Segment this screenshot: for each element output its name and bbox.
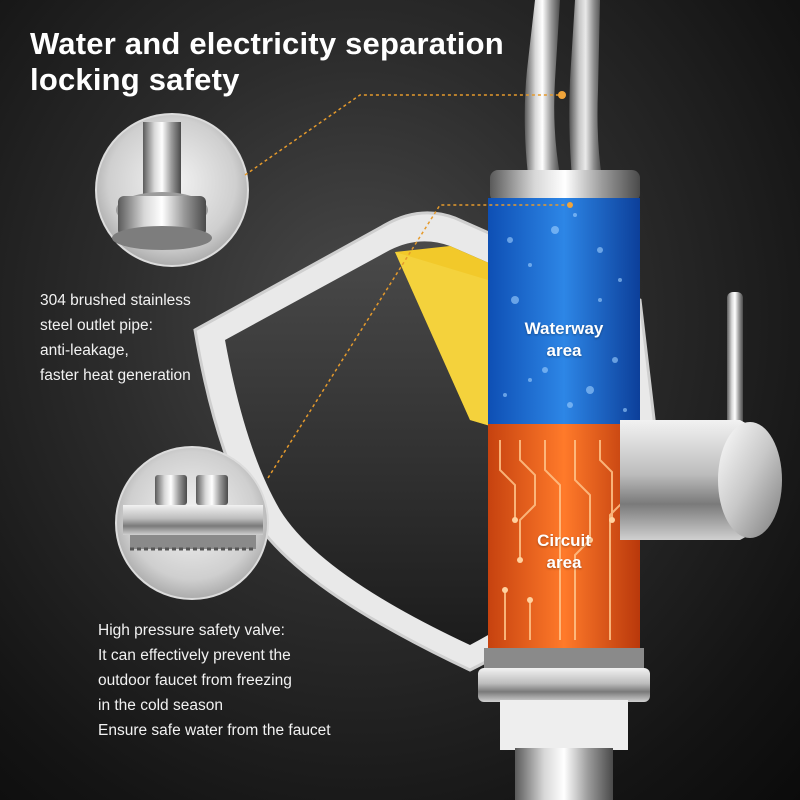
caption-line: 304 brushed stainless xyxy=(40,292,191,309)
caption-line: faster heat generation xyxy=(40,367,191,384)
caption-line: Ensure safe water from the faucet xyxy=(98,722,331,739)
caption-line: in the cold season xyxy=(98,697,223,714)
caption-line: High pressure safety valve: xyxy=(98,622,285,639)
caption-line: outdoor faucet from freezing xyxy=(98,672,292,689)
leader-lines xyxy=(244,94,570,479)
outlet-pipe-caption: 304 brushed stainless steel outlet pipe:… xyxy=(40,288,191,388)
circuit-label-line-2: area xyxy=(546,553,582,572)
waterway-chamber xyxy=(488,198,640,426)
circuit-label-line-1: Circuit xyxy=(537,531,591,550)
headline: Water and electricity separation locking… xyxy=(30,26,550,98)
faucet-handle xyxy=(620,292,782,540)
leader-dot-valve xyxy=(567,202,573,208)
headline-line-1: Water and electricity separation xyxy=(30,26,504,61)
bottom-band xyxy=(484,648,644,670)
caption-line: It can effectively prevent the xyxy=(98,647,291,664)
circuit-area-label: Circuit area xyxy=(494,530,634,574)
leader-dot-pipe xyxy=(558,91,566,99)
supply-pipe xyxy=(524,0,602,178)
safety-valve-detail xyxy=(115,446,269,600)
headline-line-2: locking safety xyxy=(30,62,240,97)
waterway-area-label: Waterway area xyxy=(494,318,634,362)
caption-line: anti-leakage, xyxy=(40,342,129,359)
waterway-label-line-1: Waterway xyxy=(524,319,604,338)
outlet-pipe-detail xyxy=(95,113,249,267)
top-cap xyxy=(490,170,640,202)
safety-valve-caption: High pressure safety valve: It can effec… xyxy=(98,618,331,743)
bottom-ring xyxy=(478,668,650,702)
circuit-chamber xyxy=(488,424,640,652)
waterway-label-line-2: area xyxy=(546,341,582,360)
outlet-thread xyxy=(515,748,613,800)
bottom-base xyxy=(500,700,628,750)
caption-line: steel outlet pipe: xyxy=(40,317,153,334)
water-bubbles-icon xyxy=(503,213,627,412)
